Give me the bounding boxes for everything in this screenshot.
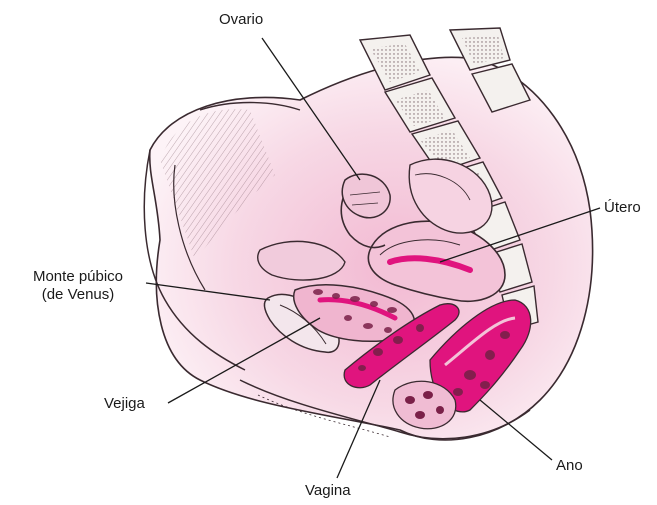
label-ano: Ano [556,457,583,475]
label-monte-pubico-line2: (de Venus) [12,286,144,304]
label-vagina: Vagina [305,482,351,500]
label-utero: Útero [604,199,641,217]
label-vejiga: Vejiga [104,395,145,413]
label-monte-pubico-line1: Monte púbico [12,268,144,286]
label-monte-pubico: Monte púbico (de Venus) [12,268,144,304]
label-ovario: Ovario [219,11,263,29]
